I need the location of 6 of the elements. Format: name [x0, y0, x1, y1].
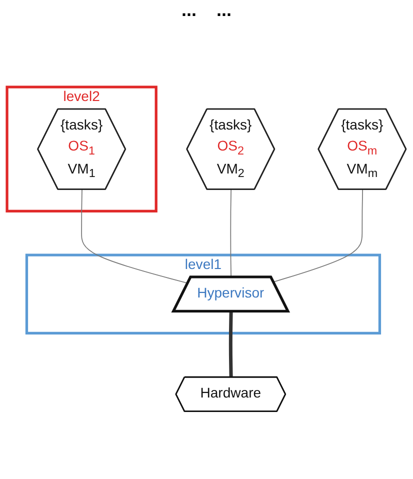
connector: [273, 189, 364, 282]
ellipsis: ...: [216, 0, 232, 22]
connector: [81, 189, 188, 284]
ellipsis: ...: [181, 0, 196, 22]
connector: [228, 311, 233, 378]
connector: [230, 189, 232, 278]
